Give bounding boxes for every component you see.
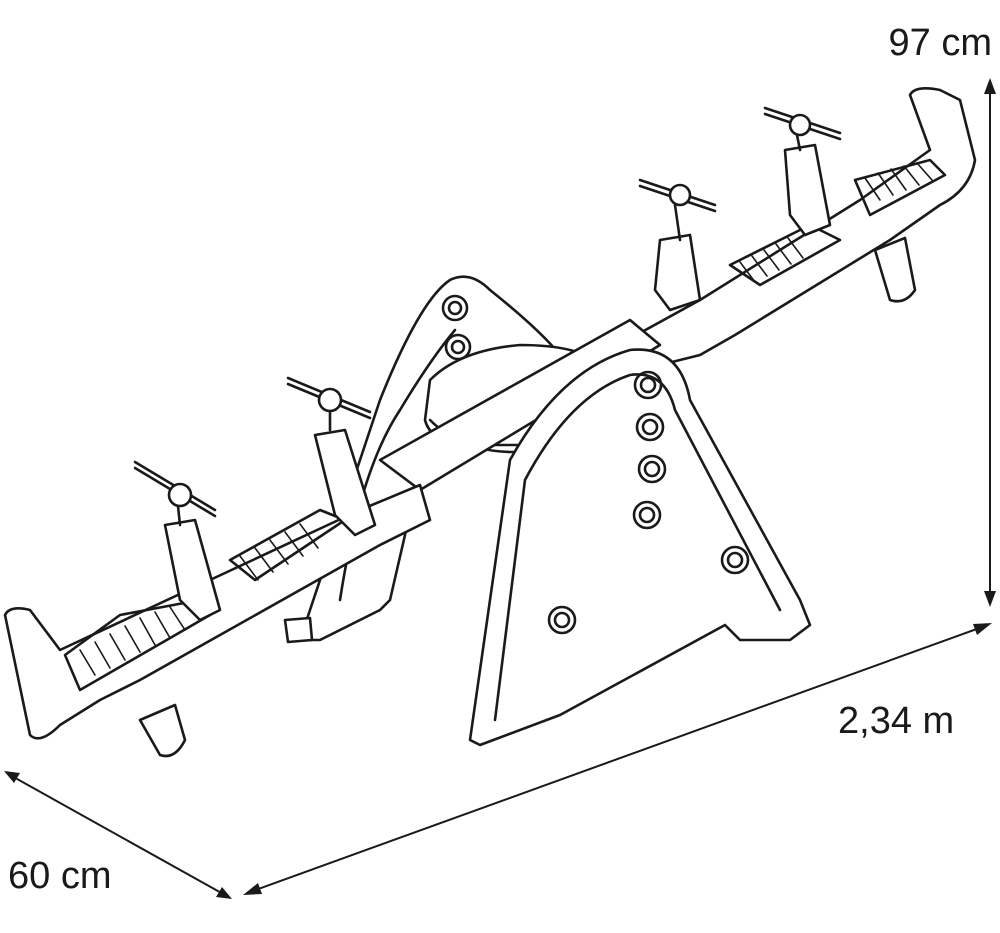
left-beam	[3, 376, 432, 758]
length-label: 2,34 m	[838, 700, 955, 742]
width-arrow-bottom	[216, 887, 232, 899]
width-label: 60 cm	[8, 855, 112, 897]
length-arrow-right	[973, 623, 992, 635]
height-label: 97 cm	[888, 22, 992, 64]
beam-grip-lines-left	[79, 523, 319, 676]
right-beam	[598, 87, 977, 372]
height-arrow-top	[984, 78, 996, 94]
dimension-lines	[4, 78, 996, 899]
width-arrow-top	[4, 771, 20, 783]
width-dimension-line	[9, 774, 226, 896]
length-dimension-line	[249, 625, 986, 893]
beam-grip-lines-right	[739, 162, 933, 283]
height-arrow-bottom	[984, 591, 996, 607]
length-arrow-left	[243, 883, 262, 895]
front-stand	[468, 348, 812, 747]
